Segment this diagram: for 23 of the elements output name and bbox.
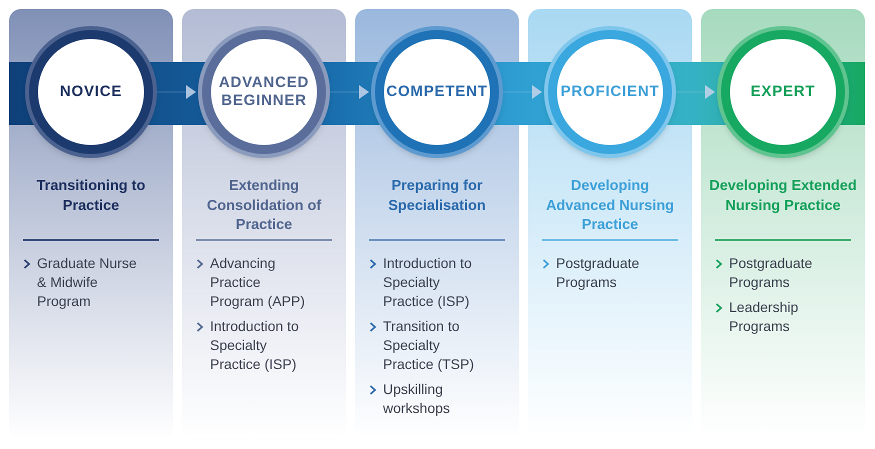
stage-name: NOVICE <box>58 83 124 101</box>
chevron-arrow <box>676 85 716 99</box>
chevron-arrow <box>502 85 542 99</box>
program-item: Postgraduate Programs <box>729 254 814 292</box>
stage-heading: Preparing for Specialisation <box>387 177 487 216</box>
program-item: Postgraduate Programs <box>556 254 640 292</box>
stage-name: PROFICIENT <box>560 83 660 101</box>
program-item: Upskilling workshops <box>383 380 451 418</box>
stage-name: ADVANCED BEGINNER <box>218 74 310 110</box>
chevron-arrow <box>330 85 370 99</box>
program-item: Graduate Nurse & Midwife Program <box>37 254 138 311</box>
stage-heading: Developing Extended Nursing Practice <box>709 177 857 216</box>
program-item: Introduction to Specialty Practice (ISP) <box>383 254 473 311</box>
program-item: Introduction to Specialty Practice (ISP) <box>210 317 300 374</box>
stage-name: COMPETENT <box>385 83 489 101</box>
program-item: Transition to Specialty Practice (TSP) <box>383 317 476 374</box>
stage-name: EXPERT <box>750 83 816 101</box>
chevron-arrow <box>156 85 196 99</box>
program-item: Leadership Programs <box>729 298 800 336</box>
program-item: Advancing Practice Program (APP) <box>210 254 306 311</box>
stage-heading: Transitioning to Practice <box>36 177 146 216</box>
stage-heading: Developing Advanced Nursing Practice <box>544 177 676 235</box>
stage-heading: Extending Consolidation of Practice <box>206 177 322 235</box>
